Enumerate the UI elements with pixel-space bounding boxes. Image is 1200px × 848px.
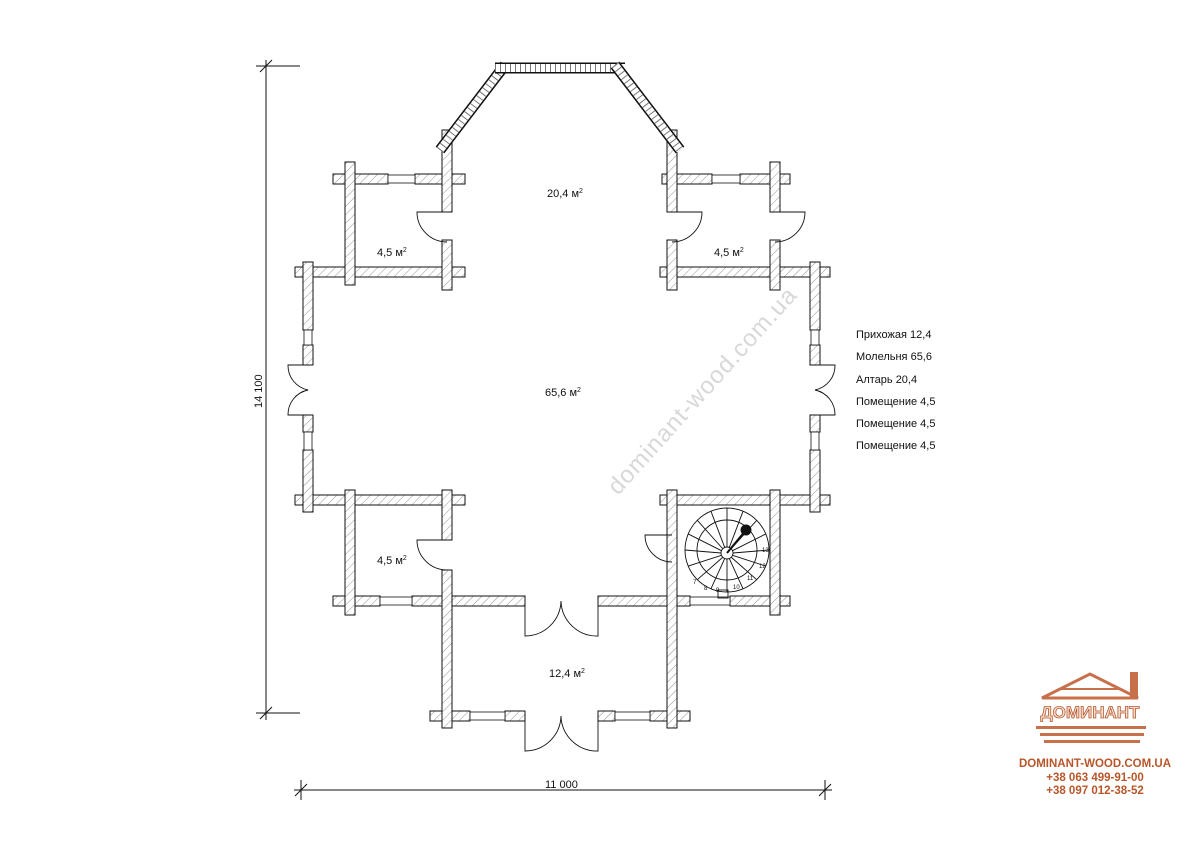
log-wall bbox=[659, 266, 831, 278]
log-wall bbox=[294, 494, 466, 506]
door-swing bbox=[774, 211, 806, 243]
room-legend: Прихожая 12,4 Молельня 65,6 Алтарь 20,4 … bbox=[856, 324, 935, 458]
log-wall bbox=[666, 239, 678, 291]
log-wall bbox=[809, 261, 821, 331]
width-dimension-label: 11 000 bbox=[545, 779, 578, 791]
brand-site[interactable]: DOMINANT-WOOD.COM.UA bbox=[1018, 758, 1172, 770]
stair-step-number: 7 bbox=[693, 580, 697, 586]
brand-phone-1: +38 063 499-91-00 bbox=[1046, 771, 1144, 784]
stair-step bbox=[728, 558, 744, 589]
door-swing bbox=[416, 211, 448, 243]
stair-step bbox=[732, 554, 766, 567]
window bbox=[303, 431, 313, 451]
window bbox=[689, 596, 731, 606]
brand-phone-2: +38 097 012-38-52 bbox=[1046, 785, 1144, 797]
stair-step bbox=[696, 520, 724, 550]
log-wall bbox=[809, 414, 821, 433]
height-dimension-label: 14 100 bbox=[253, 374, 265, 408]
stair-step bbox=[732, 549, 770, 554]
svg-text:ДОМИНАНТ: ДОМИНАНТ bbox=[1041, 703, 1141, 722]
window bbox=[614, 711, 651, 721]
room-area-entrance: 12,4 м2 bbox=[549, 668, 585, 680]
log-wall bbox=[666, 489, 678, 729]
log-wall bbox=[302, 449, 314, 513]
window bbox=[387, 174, 416, 184]
room-area-prayer-hall: 65,6 м2 bbox=[545, 387, 581, 399]
log-wall bbox=[344, 489, 356, 616]
log-wall bbox=[809, 344, 821, 366]
log-wall bbox=[302, 414, 314, 433]
height-dimension bbox=[256, 59, 300, 720]
stair-step-number: 10 bbox=[733, 585, 740, 591]
log-wall bbox=[441, 489, 453, 541]
stair-step-number: 9 bbox=[716, 588, 720, 594]
room-area-lower-left: 4,5 м2 bbox=[377, 555, 407, 567]
log-wall bbox=[302, 261, 314, 331]
stair-step bbox=[732, 533, 767, 552]
log-wall bbox=[441, 239, 453, 291]
log-wall bbox=[411, 595, 526, 607]
log-wall bbox=[769, 239, 781, 291]
legend-item: Алтарь 20,4 bbox=[856, 373, 918, 386]
legend-item: Помещение 4,5 bbox=[856, 395, 936, 408]
stair-step-number: 8 bbox=[704, 586, 708, 592]
doors bbox=[287, 211, 836, 752]
window bbox=[303, 329, 313, 346]
stair-step bbox=[710, 558, 726, 589]
legend-item: Помещение 4,5 bbox=[856, 440, 936, 453]
log-wall bbox=[441, 569, 453, 729]
stair-step bbox=[687, 533, 722, 552]
width-dimension bbox=[294, 780, 832, 800]
walls bbox=[294, 61, 831, 729]
log-wall bbox=[332, 173, 389, 185]
brand-contacts: DOMINANT-WOOD.COM.UA +38 063 499-91-00 +… bbox=[1000, 758, 1190, 799]
stair-step bbox=[730, 556, 757, 581]
log-wall bbox=[332, 595, 381, 607]
room-area-upper-right: 4,5 м2 bbox=[714, 247, 744, 259]
room-area-altar: 20,4 м2 bbox=[547, 188, 583, 200]
door-swing bbox=[287, 364, 309, 416]
door-swing bbox=[644, 534, 673, 563]
log-wall bbox=[729, 595, 791, 607]
log-wall bbox=[659, 494, 831, 506]
room-labels: 20,4 м2 4,5 м2 4,5 м2 65,6 м2 4,5 м2 12,… bbox=[377, 188, 744, 680]
log-wall bbox=[344, 161, 356, 286]
window bbox=[810, 329, 820, 346]
window bbox=[810, 431, 820, 451]
door-swing bbox=[416, 539, 448, 571]
door-swing bbox=[671, 211, 703, 243]
door-swing bbox=[524, 715, 599, 752]
room-area-upper-left: 4,5 м2 bbox=[377, 247, 407, 259]
stair-step-number: 13 bbox=[762, 548, 769, 554]
log-wall bbox=[739, 173, 791, 185]
log-wall bbox=[809, 449, 821, 513]
windows bbox=[303, 174, 820, 721]
spiral-staircase bbox=[684, 507, 770, 599]
door-swing bbox=[814, 364, 836, 416]
stair-step bbox=[684, 549, 722, 554]
legend-item: Молельня 65,6 bbox=[856, 351, 932, 364]
log-wall bbox=[769, 161, 781, 213]
log-wall bbox=[414, 173, 466, 185]
stair-step bbox=[697, 556, 724, 581]
stair-step-number: 11 bbox=[747, 576, 754, 582]
stair-step bbox=[710, 511, 726, 548]
watermark: dominant-wood.com.ua bbox=[602, 282, 802, 500]
door-swing bbox=[524, 600, 599, 637]
stair-step bbox=[728, 511, 744, 548]
window bbox=[469, 711, 506, 721]
log-wall bbox=[294, 266, 466, 278]
stair-step bbox=[688, 554, 722, 567]
log-wall bbox=[769, 489, 781, 616]
stair-step-number: 12 bbox=[759, 564, 766, 570]
legend-item: Помещение 4,5 bbox=[856, 418, 936, 431]
legend-item: Прихожая 12,4 bbox=[856, 329, 932, 341]
brand-logo: ДОМИНАНТ bbox=[1036, 672, 1146, 743]
log-wall bbox=[597, 710, 616, 722]
window bbox=[711, 174, 741, 184]
log-wall bbox=[504, 710, 526, 722]
log-wall bbox=[302, 344, 314, 366]
window bbox=[379, 596, 413, 606]
